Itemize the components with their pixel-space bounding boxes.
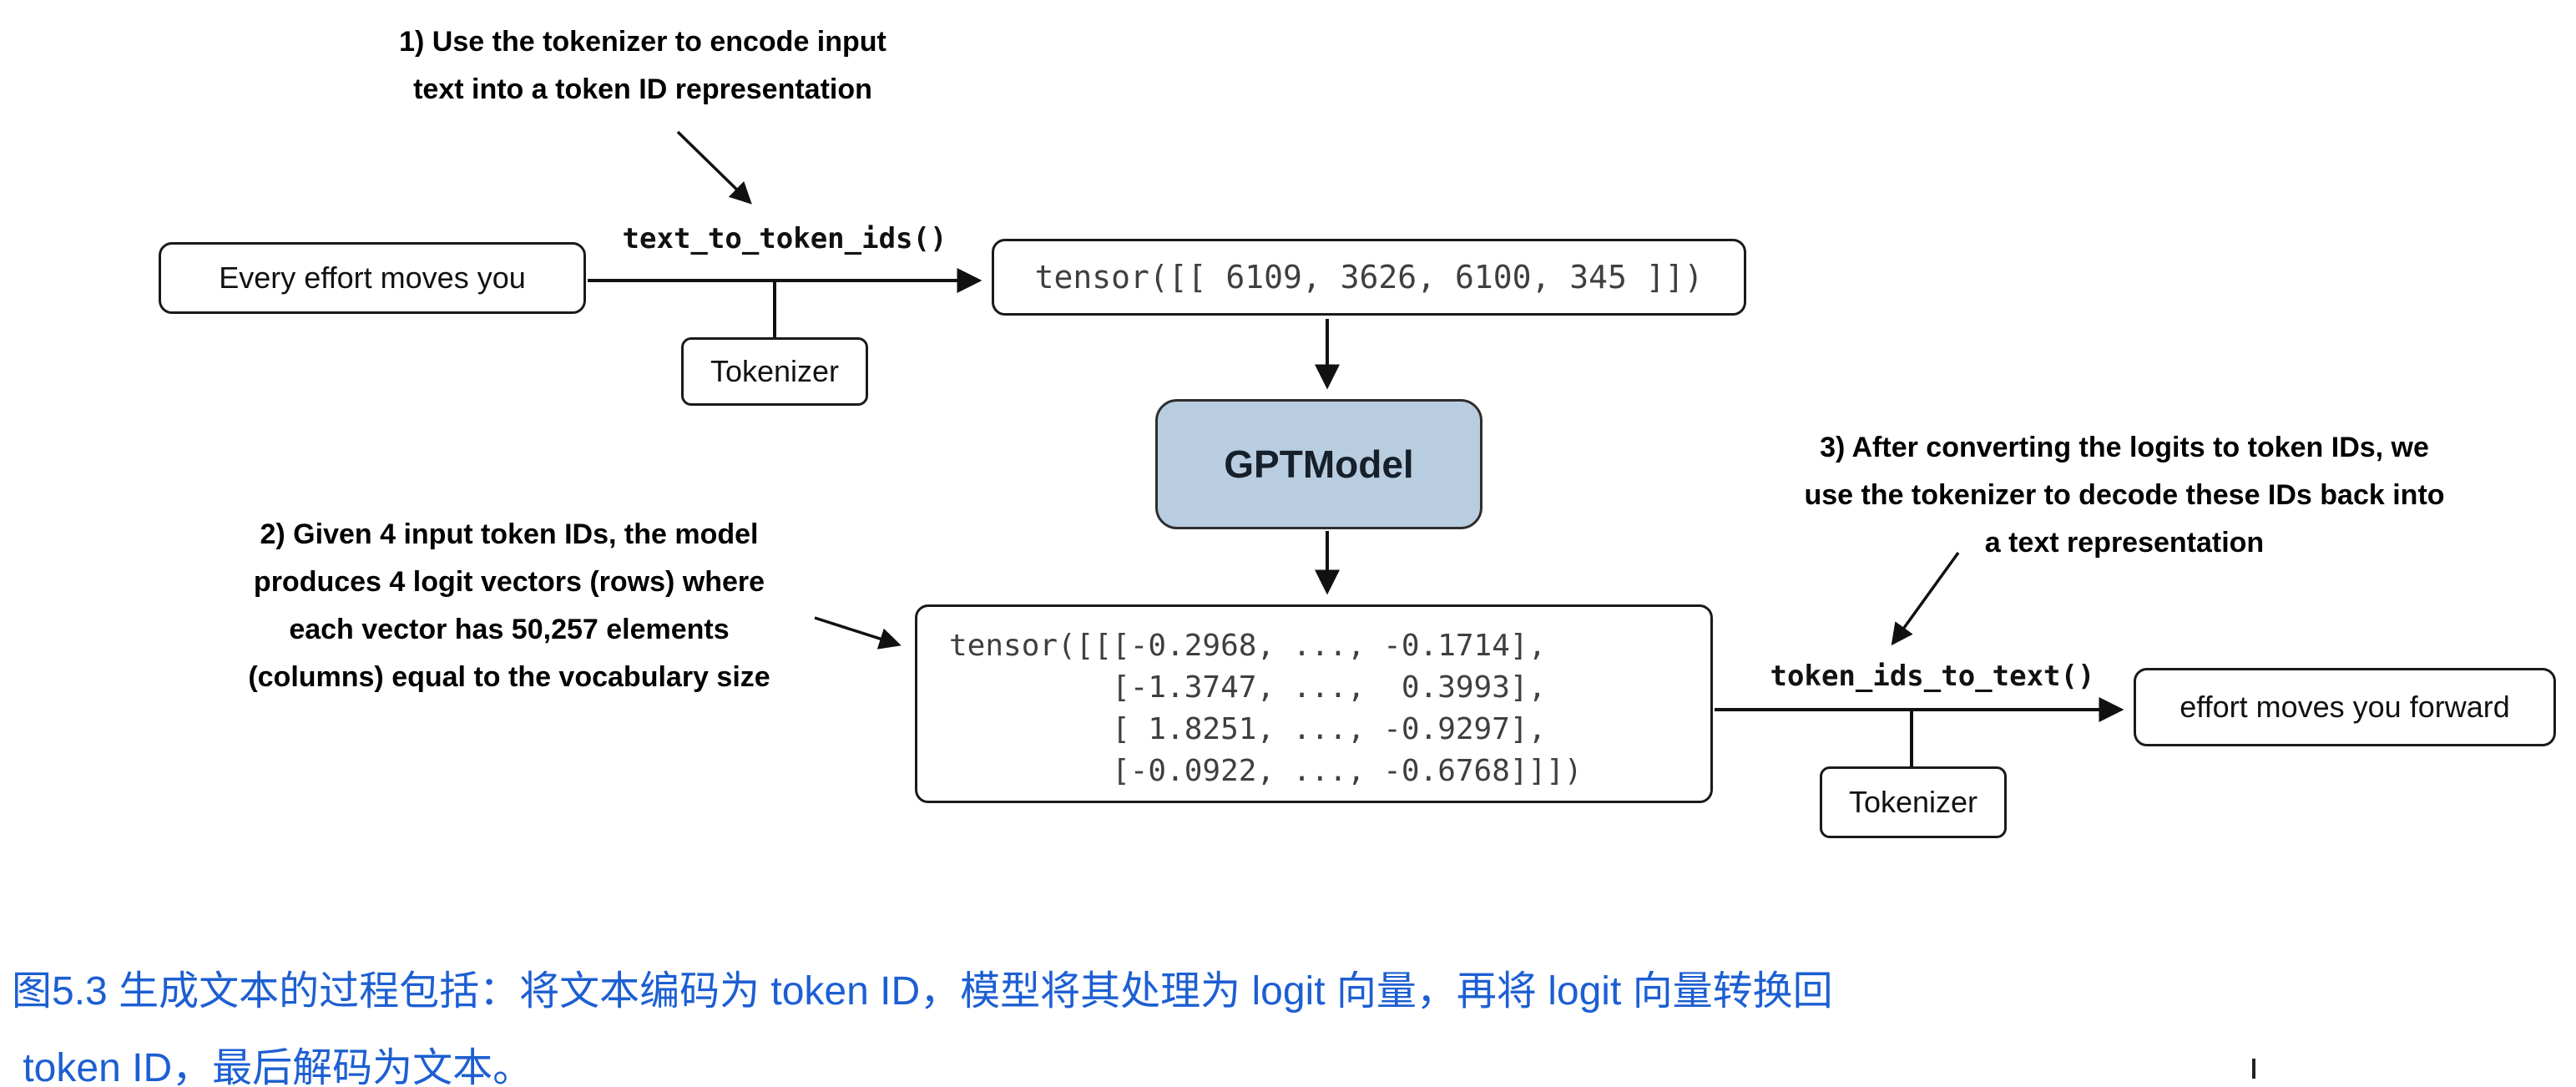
annotation-step3-line: use the tokenizer to decode these IDs ba… [1804, 479, 2445, 511]
encode-function-label: text_to_token_ids() [622, 222, 947, 255]
figure-caption-line: 图5.3 生成文本的过程包括：将文本编码为 token ID，模型将其处理为 l… [12, 969, 1833, 1014]
logits-row: tensor([[[-0.2968, ..., -0.1714], [949, 629, 1547, 663]
annotation-step2-line: produces 4 logit vectors (rows) where [253, 566, 765, 598]
annotation2-arrow [814, 616, 902, 650]
output-text-label: effort moves you forward [2179, 690, 2510, 724]
annotation-step1: 1) Use the tokenizer to encode input tex… [351, 18, 935, 114]
logits-row: [-1.3747, ..., 0.3993], [949, 670, 1547, 705]
text-cursor-artifact [2252, 1059, 2255, 1079]
gpt-model-node: GPTModel [1155, 399, 1482, 529]
input-text-node: Every effort moves you [159, 242, 586, 314]
decode-function-label: token_ids_to_text() [1770, 660, 2095, 693]
token-ids-tensor-node: tensor([[ 6109, 3626, 6100, 345 ]]) [992, 239, 1746, 316]
token-ids-tensor-text: tensor([[ 6109, 3626, 6100, 345 ]]) [1034, 259, 1704, 296]
figure-caption: 图5.3 生成文本的过程包括：将文本编码为 token ID，模型将其处理为 l… [12, 953, 2566, 1087]
gpt-model-label: GPTModel [1224, 442, 1414, 486]
annotation-step2-line: 2) Given 4 input token IDs, the model [260, 518, 759, 550]
logits-row: [-0.0922, ..., -0.6768]]]) [949, 754, 1583, 788]
logits-row: [ 1.8251, ..., -0.9297], [949, 712, 1547, 746]
tokenizer-decode-label: Tokenizer [1848, 785, 1978, 819]
annotation-step1-line: 1) Use the tokenizer to encode input [399, 26, 886, 58]
annotation1-arrow [676, 130, 752, 205]
output-text-node: effort moves you forward [2134, 668, 2556, 746]
logits-tensor-node: tensor([[[-0.2968, ..., -0.1714], [-1.37… [915, 604, 1713, 803]
annotation-step2-line: each vector has 50,257 elements [289, 614, 730, 645]
annotation-step3-line: a text representation [1984, 527, 2265, 559]
figure-caption-line: token ID，最后解码为文本。 [12, 1046, 533, 1087]
annotation-step3: 3) After converting the logits to token … [1745, 424, 2504, 567]
annotation-step1-line: text into a token ID representation [413, 73, 872, 105]
tokenizer-encode-node: Tokenizer [681, 337, 868, 406]
annotation-step2: 2) Given 4 input token IDs, the model pr… [200, 511, 818, 701]
tokenizer-encode-label: Tokenizer [710, 354, 840, 388]
tokenizer-decode-node: Tokenizer [1820, 766, 2007, 838]
annotation-step2-line: (columns) equal to the vocabulary size [248, 661, 770, 693]
annotation-step3-line: 3) After converting the logits to token … [1820, 432, 2429, 463]
input-text-label: Every effort moves you [219, 260, 526, 295]
